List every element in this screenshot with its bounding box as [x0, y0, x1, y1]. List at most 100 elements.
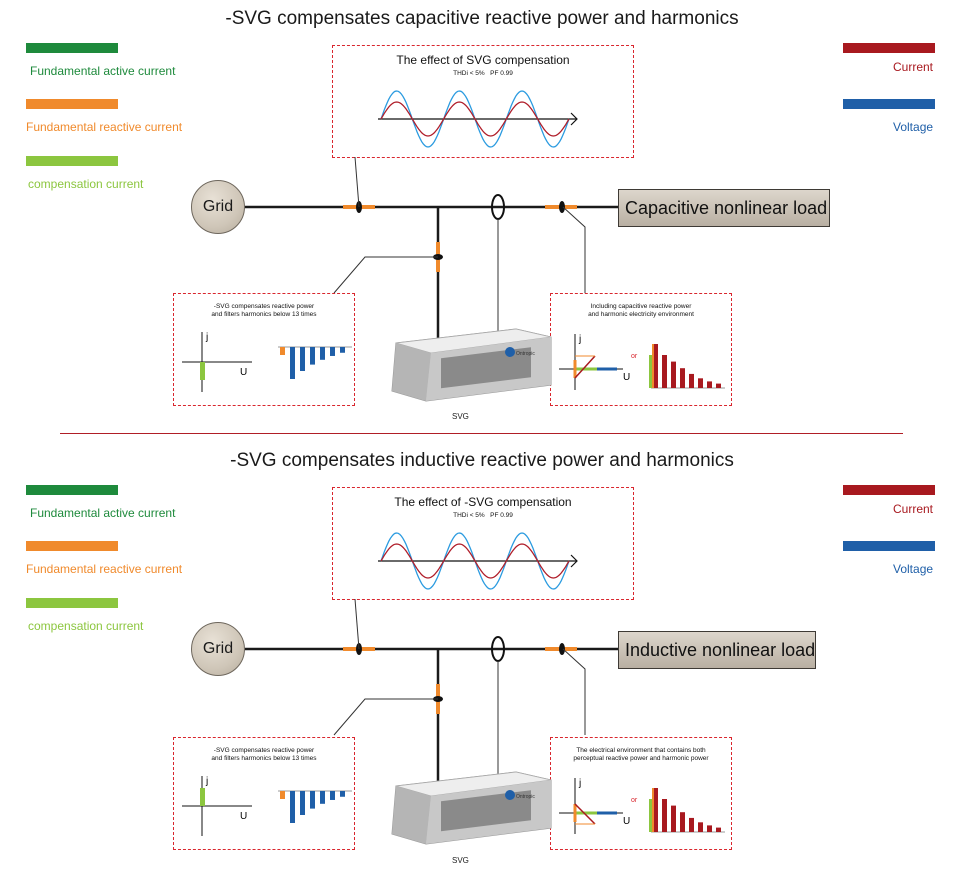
legend-swatch-active [26, 485, 118, 495]
effect-box-metrics: THDi < 5% PF 0.99 [333, 512, 633, 519]
vector-diagram-load: j U or [559, 334, 638, 390]
spectrum-bar [698, 822, 703, 832]
section-title: -SVG compensates capacitive reactive pow… [225, 8, 739, 29]
axis-j-label: j [205, 776, 208, 787]
spectrum-bar [698, 378, 703, 388]
legend-label-reactive: Fundamental reactive current [26, 562, 183, 576]
legend-swatch-reactive [26, 99, 118, 109]
svg-compensation-line1: -SVG compensates reactive power [213, 747, 315, 754]
legend-label-voltage: Voltage [893, 562, 934, 576]
svg-compensation-line2: and filters harmonics below 13 times [211, 311, 317, 318]
spectrum-bar [662, 799, 667, 832]
spectrum-bar [290, 791, 295, 823]
legend-label-active: Fundamental active current [30, 64, 176, 78]
spectrum-bar [707, 381, 712, 388]
vector-diagram-load: j U or [559, 778, 638, 834]
pf-value: PF 0.99 [490, 70, 513, 77]
harmonic-spectrum-compensation [278, 790, 352, 823]
spectrum-bar [653, 788, 658, 832]
spectrum-bar [280, 791, 285, 799]
spectrum-bar [290, 347, 295, 379]
spectrum-bar-fundamental-reactive [652, 788, 654, 832]
legend-label-current: Current [893, 60, 934, 74]
axis-j-label: j [578, 778, 581, 789]
environment-line2: perceptual reactive power and harmonic p… [573, 755, 709, 762]
effect-box-title: The effect of -SVG compensation [394, 495, 572, 509]
spectrum-bar [680, 368, 685, 388]
legend-swatch-compensation [26, 156, 118, 166]
environment-box: Including capacitive reactive power and … [550, 293, 732, 406]
axis-u-label: U [240, 367, 247, 378]
effect-box-metrics: THDi < 5% PF 0.99 [333, 70, 633, 77]
harmonic-spectrum-compensation [278, 346, 352, 379]
legend-swatch-compensation [26, 598, 118, 608]
spectrum-bar [662, 355, 667, 388]
spectrum-bar [680, 812, 685, 832]
legend-swatch-current [843, 485, 935, 495]
spectrum-bar [330, 791, 335, 800]
svg-compensation-box: -SVG compensates reactive power and filt… [173, 737, 355, 850]
environment-line2: and harmonic electricity environment [588, 311, 694, 318]
spectrum-bar [330, 347, 335, 356]
legend-label-active: Fundamental active current [30, 506, 176, 520]
legend-label-compensation: compensation current [28, 619, 144, 633]
svg-device: Ontropic [391, 771, 552, 845]
current-wave [380, 101, 570, 137]
legend-swatch-active [26, 43, 118, 53]
axis-u-label: U [240, 811, 247, 822]
svg-device-label: SVG [452, 412, 469, 421]
spectrum-bar [300, 347, 305, 371]
or-label: or [631, 353, 638, 360]
legend-label-current: Current [893, 502, 934, 516]
spectrum-bar [280, 347, 285, 355]
spectrum-bar [320, 347, 325, 360]
load-box: Capacitive nonlinear load [618, 189, 830, 227]
load-box: Inductive nonlinear load [618, 631, 816, 669]
spectrum-bar [716, 827, 721, 832]
svg-compensation-line1: -SVG compensates reactive power [213, 303, 315, 310]
legend-label-voltage: Voltage [893, 120, 934, 134]
spectrum-bar [653, 344, 658, 388]
spectrum-bar-fundamental-active [649, 355, 652, 388]
legend-swatch-reactive [26, 541, 118, 551]
svg-device-label: SVG [452, 856, 469, 865]
svg-text:Ontropic: Ontropic [516, 351, 535, 357]
spectrum-bar [300, 791, 305, 815]
load-label: Inductive nonlinear load [625, 639, 816, 660]
legend-label-compensation: compensation current [28, 177, 144, 191]
axis-j-label: j [205, 332, 208, 343]
spectrum-bar [689, 373, 694, 388]
svg-compensation-box: -SVG compensates reactive power and filt… [173, 293, 355, 406]
legend-swatch-voltage [843, 541, 935, 551]
grid-label: Grid [202, 198, 234, 215]
harmonic-spectrum-load [649, 788, 725, 833]
single-line-diagram [245, 598, 618, 787]
section-title: -SVG compensates inductive reactive powe… [230, 450, 734, 471]
spectrum-bar [689, 817, 694, 832]
svg-text:Ontropic: Ontropic [516, 794, 535, 800]
spectrum-bar [671, 805, 676, 832]
environment-line1: Including capacitive reactive power [590, 303, 692, 310]
effect-box-title: The effect of SVG compensation [396, 53, 570, 67]
vector-diagram: j U [182, 332, 252, 392]
axis-j-label: j [578, 334, 581, 345]
spectrum-bar [320, 791, 325, 804]
waveform [378, 90, 578, 148]
environment-box: The electrical environment that contains… [550, 737, 732, 850]
thd-value: THDi < 5% [453, 512, 485, 519]
svg-compensation-line2: and filters harmonics below 13 times [211, 755, 317, 762]
grid-node: Grid [191, 622, 245, 676]
load-label: Capacitive nonlinear load [625, 197, 828, 218]
axis-u-label: U [623, 372, 630, 383]
single-line-diagram [245, 156, 618, 345]
harmonic-spectrum-load [649, 344, 725, 389]
spectrum-bar [671, 361, 676, 388]
waveform [378, 532, 578, 590]
or-label: or [631, 797, 638, 804]
spectrum-bar [310, 791, 315, 809]
effect-box: The effect of -SVG compensation THDi < 5… [332, 487, 634, 600]
vector-diagram: j U [182, 776, 252, 836]
legend-swatch-voltage [843, 99, 935, 109]
grid-node: Grid [191, 180, 245, 234]
svg-device: Ontropic [391, 328, 552, 402]
